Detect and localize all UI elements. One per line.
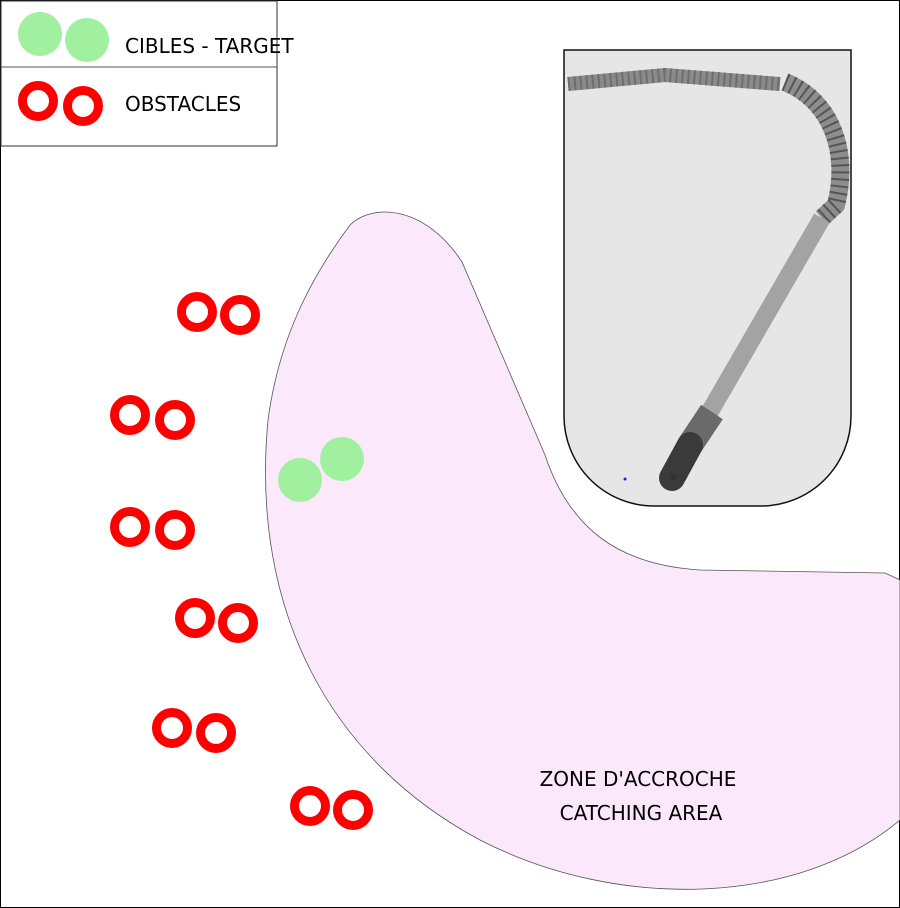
obstacle-ring	[155, 400, 195, 440]
obstacle-ring	[177, 292, 217, 332]
obstacle-ring	[152, 708, 192, 748]
obstacles	[110, 292, 373, 830]
obstacle-ring	[333, 790, 373, 830]
legend-target-icon	[18, 12, 62, 56]
targets	[278, 437, 364, 502]
legend-obstacle-label: OBSTACLES	[125, 92, 241, 116]
legend: CIBLES - TARGET OBSTACLES	[0, 0, 294, 147]
obstacle-ring	[110, 507, 150, 547]
robot-arm-panel	[563, 49, 852, 507]
obstacle-ring	[175, 598, 215, 638]
reference-dot	[623, 477, 627, 481]
zone-label-fr: ZONE D'ACCROCHE	[540, 767, 737, 791]
legend-obstacle-icon	[18, 81, 58, 121]
obstacle-ring	[290, 786, 330, 826]
obstacle-ring	[110, 395, 150, 435]
obstacle-ring	[218, 603, 258, 643]
target-circle	[320, 437, 364, 481]
obstacle-ring	[196, 713, 236, 753]
obstacle-ring	[155, 510, 195, 550]
legend-target-icon	[65, 18, 109, 62]
catching-area-zone	[265, 211, 900, 890]
target-circle	[278, 458, 322, 502]
robot-arm	[567, 67, 850, 491]
obstacle-ring	[220, 295, 260, 335]
zone-label-en: CATCHING AREA	[560, 801, 723, 825]
legend-obstacle-icon	[63, 86, 103, 126]
legend-target-label: CIBLES - TARGET	[125, 34, 294, 58]
